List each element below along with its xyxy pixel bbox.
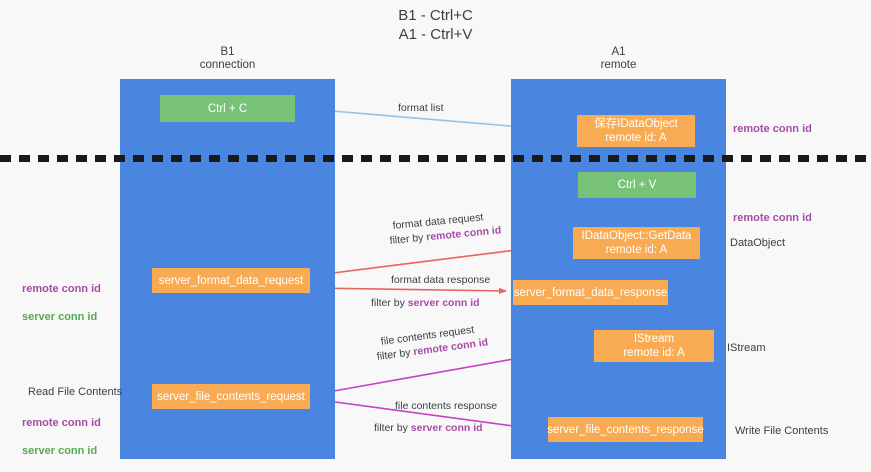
filter-prefix-text: filter by [371, 297, 408, 309]
filter-value-server-conn-id: server conn id [410, 422, 483, 434]
node-ctrl-v[interactable]: Ctrl + V [578, 172, 696, 198]
swimlane-header-a1: A1 remote [600, 46, 637, 71]
node-server-file-contents-response[interactable]: server_file_contents_response [547, 417, 704, 442]
filter-prefix-text: filter by [389, 231, 427, 247]
node-idataobject-getdata[interactable]: IDataObject::GetData remote id: A [573, 227, 700, 259]
filter-prefix-text: filter by [374, 422, 411, 434]
node-ctrl-c[interactable]: Ctrl + C [160, 95, 295, 122]
annotation-write-file-contents: Write File Contents [735, 425, 829, 437]
edge-label-format-data-response: format data response [391, 274, 491, 286]
annotation-group-conn-ids-top: remote conn id server conn id [22, 268, 101, 338]
filter-value-server-conn-id: server conn id [407, 297, 480, 309]
node-save-idataobject[interactable]: 保存IDataObject remote id: A [577, 115, 695, 147]
annotation-left-server-conn-id: server conn id [22, 311, 98, 323]
edge-label-file-contents-response: file contents response [395, 400, 498, 412]
annotation-read-file-contents: Read File Contents [28, 386, 123, 398]
node-server-format-data-request[interactable]: server_format_data_request [152, 268, 310, 293]
annotation-remote-conn-id-mid: remote conn id [733, 212, 812, 224]
node-server-format-data-response[interactable]: server_format_data_response [513, 280, 668, 305]
annotation-group-conn-ids-bottom: remote conn id server conn id [22, 402, 101, 472]
arrow-format-data-response [310, 287, 507, 294]
edge-label-format-data-response-filter: filter by server conn id [371, 296, 480, 310]
node-server-file-contents-request[interactable]: server_file_contents_request [152, 384, 310, 409]
diagram-title: B1 - Ctrl+C A1 - Ctrl+V [398, 7, 473, 43]
swimlane-header-b1: B1 connection [199, 46, 256, 71]
edge-label-file-contents-response-filter: filter by server conn id [374, 421, 483, 435]
node-istream[interactable]: IStream remote id: A [594, 330, 714, 362]
annotation-istream: IStream [727, 342, 766, 354]
annotation-left-server-conn-id-2: server conn id [22, 445, 98, 457]
edge-label-format-list: format list [398, 102, 444, 114]
arrow-file-contents-response [312, 398, 544, 433]
annotation-left-remote-conn-id: remote conn id [22, 283, 101, 295]
annotation-dataobject: DataObject [730, 237, 786, 249]
annotation-remote-conn-id-top: remote conn id [733, 123, 812, 135]
annotation-left-remote-conn-id-2: remote conn id [22, 417, 101, 429]
phase-separator-dashed-line [0, 155, 871, 162]
